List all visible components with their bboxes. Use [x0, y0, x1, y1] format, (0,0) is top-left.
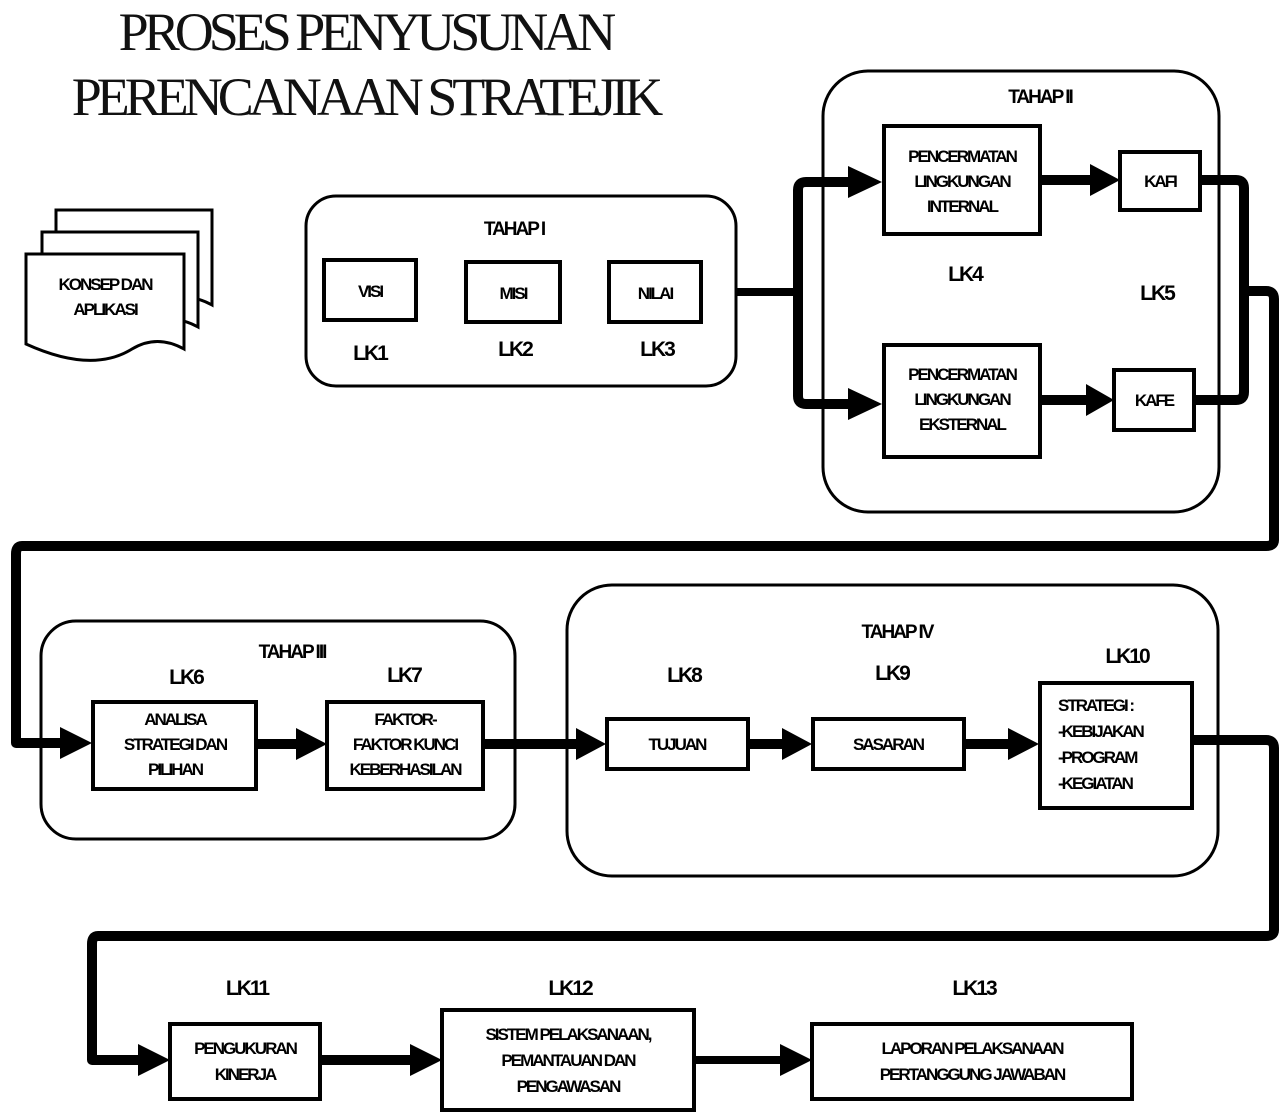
- strategi-box: [1038, 681, 1194, 810]
- arrow-to-pengukuran: [138, 1044, 170, 1076]
- eksternal-label-1: PENCERMATAN: [908, 365, 1017, 384]
- connectors: [11, 164, 1279, 1076]
- title-line-1: PROSES PENYUSUNAN: [119, 2, 616, 62]
- lk4-label: LK4: [948, 263, 984, 286]
- lk9-label: LK9: [875, 662, 910, 685]
- strategi-label-3: -PROGRAM: [1058, 748, 1138, 767]
- arrow-to-strategi: [1008, 728, 1039, 760]
- arrow-to-laporan: [780, 1044, 812, 1076]
- eksternal-box: [882, 343, 1042, 459]
- arrow-to-faktor: [296, 728, 327, 760]
- stage-4-frame: [565, 583, 1220, 878]
- laporan-box: [810, 1022, 1134, 1101]
- connector-to-stage3: [11, 286, 1279, 748]
- strategi-label-4: -KEGIATAN: [1058, 774, 1134, 793]
- lk12-label: LK12: [548, 977, 593, 1000]
- internal-box: [882, 124, 1042, 236]
- strategi-label-2: -KEBIJAKAN: [1058, 722, 1145, 741]
- sistem-box: [440, 1008, 696, 1112]
- lk3-label: LK3: [640, 338, 675, 361]
- connector-split: [793, 177, 850, 409]
- faktor-label-3: KEBERHASILAN: [349, 760, 462, 779]
- lk5-label: LK5: [1140, 282, 1176, 305]
- sistem-label-3: PENGAWASAN: [517, 1077, 622, 1096]
- document-label-2: APLIKASI: [73, 300, 138, 319]
- tujuan-box: [605, 717, 750, 771]
- laporan-label-1: LAPORAN PELAKSANAAN: [881, 1039, 1064, 1058]
- arrow-to-tujuan: [576, 728, 606, 760]
- kafi-box: [1118, 150, 1202, 212]
- internal-label-2: LINGKUNGAN: [914, 172, 1011, 191]
- stage-1-label: TAHAP I: [484, 219, 546, 240]
- lk2-label: LK2: [498, 338, 533, 361]
- lk10-label: LK10: [1105, 645, 1150, 668]
- pengukuran-label-1: PENGUKURAN: [194, 1039, 298, 1058]
- lk7-label: LK7: [387, 664, 422, 687]
- sistem-label-1: SISTEM PELAKSANAAN,: [485, 1025, 651, 1044]
- arrow-to-eksternal: [848, 388, 882, 420]
- nilai-box: [607, 260, 703, 324]
- arrow-to-analisa: [60, 727, 92, 759]
- faktor-label-2: FAKTOR KUNCI: [353, 735, 458, 754]
- connector-to-bottom: [87, 735, 1279, 1065]
- arrow-to-kafi: [1090, 164, 1120, 196]
- kafe-box: [1112, 368, 1196, 432]
- stage-3-frame: [39, 619, 517, 841]
- arrow-to-sasaran: [782, 728, 812, 760]
- lk6-label: LK6: [169, 666, 204, 689]
- stage-2-label: TAHAP II: [1008, 87, 1073, 108]
- arrow-to-internal: [848, 166, 882, 198]
- stage-2-frame: [821, 69, 1221, 514]
- analisa-label-1: ANALISA: [144, 710, 207, 729]
- nilai-label: NILAI: [638, 284, 674, 303]
- misi-label: MISI: [500, 284, 528, 303]
- lk8-label: LK8: [667, 664, 703, 687]
- lk13-label: LK13: [952, 977, 997, 1000]
- analisa-label-2: STRATEGI DAN: [124, 735, 228, 754]
- laporan-label-2: PERTANGGUNG JAWABAN: [880, 1065, 1066, 1084]
- stage-3-label: TAHAP III: [259, 642, 328, 663]
- document-stack-icon: KONSEP DAN APLIKASI: [24, 208, 214, 362]
- internal-label-3: INTERNAL: [927, 197, 999, 216]
- stage-4-label: TAHAP IV: [862, 622, 935, 643]
- visi-box: [322, 258, 418, 322]
- lk1-label: LK1: [353, 342, 389, 365]
- arrow-to-sistem: [410, 1044, 442, 1076]
- document-label-1: KONSEP DAN: [58, 275, 153, 294]
- strategi-label-1: STRATEGI :: [1058, 696, 1134, 715]
- analisa-label-3: PILIHAN: [148, 760, 204, 779]
- faktor-label-1: FAKTOR-: [374, 710, 437, 729]
- title-line-2: PERENCANAAN STRATEJIK: [72, 67, 664, 127]
- lk11-label: LK11: [226, 977, 271, 1000]
- visi-label: VISI: [358, 282, 383, 301]
- internal-label-1: PENCERMATAN: [908, 147, 1017, 166]
- eksternal-label-2: LINGKUNGAN: [914, 390, 1011, 409]
- eksternal-label-3: EKSTERNAL: [919, 415, 1007, 434]
- sasaran-label: SASARAN: [853, 735, 925, 754]
- misi-box: [464, 260, 562, 324]
- arrow-to-kafe: [1086, 384, 1114, 416]
- pengukuran-box: [168, 1022, 322, 1101]
- pengukuran-label-2: KINERJA: [215, 1065, 277, 1084]
- sistem-label-2: PEMANTAUAN DAN: [501, 1051, 636, 1070]
- kafi-label: KAFI: [1144, 172, 1177, 191]
- kafe-label: KAFE: [1135, 391, 1175, 410]
- tujuan-label: TUJUAN: [649, 735, 708, 754]
